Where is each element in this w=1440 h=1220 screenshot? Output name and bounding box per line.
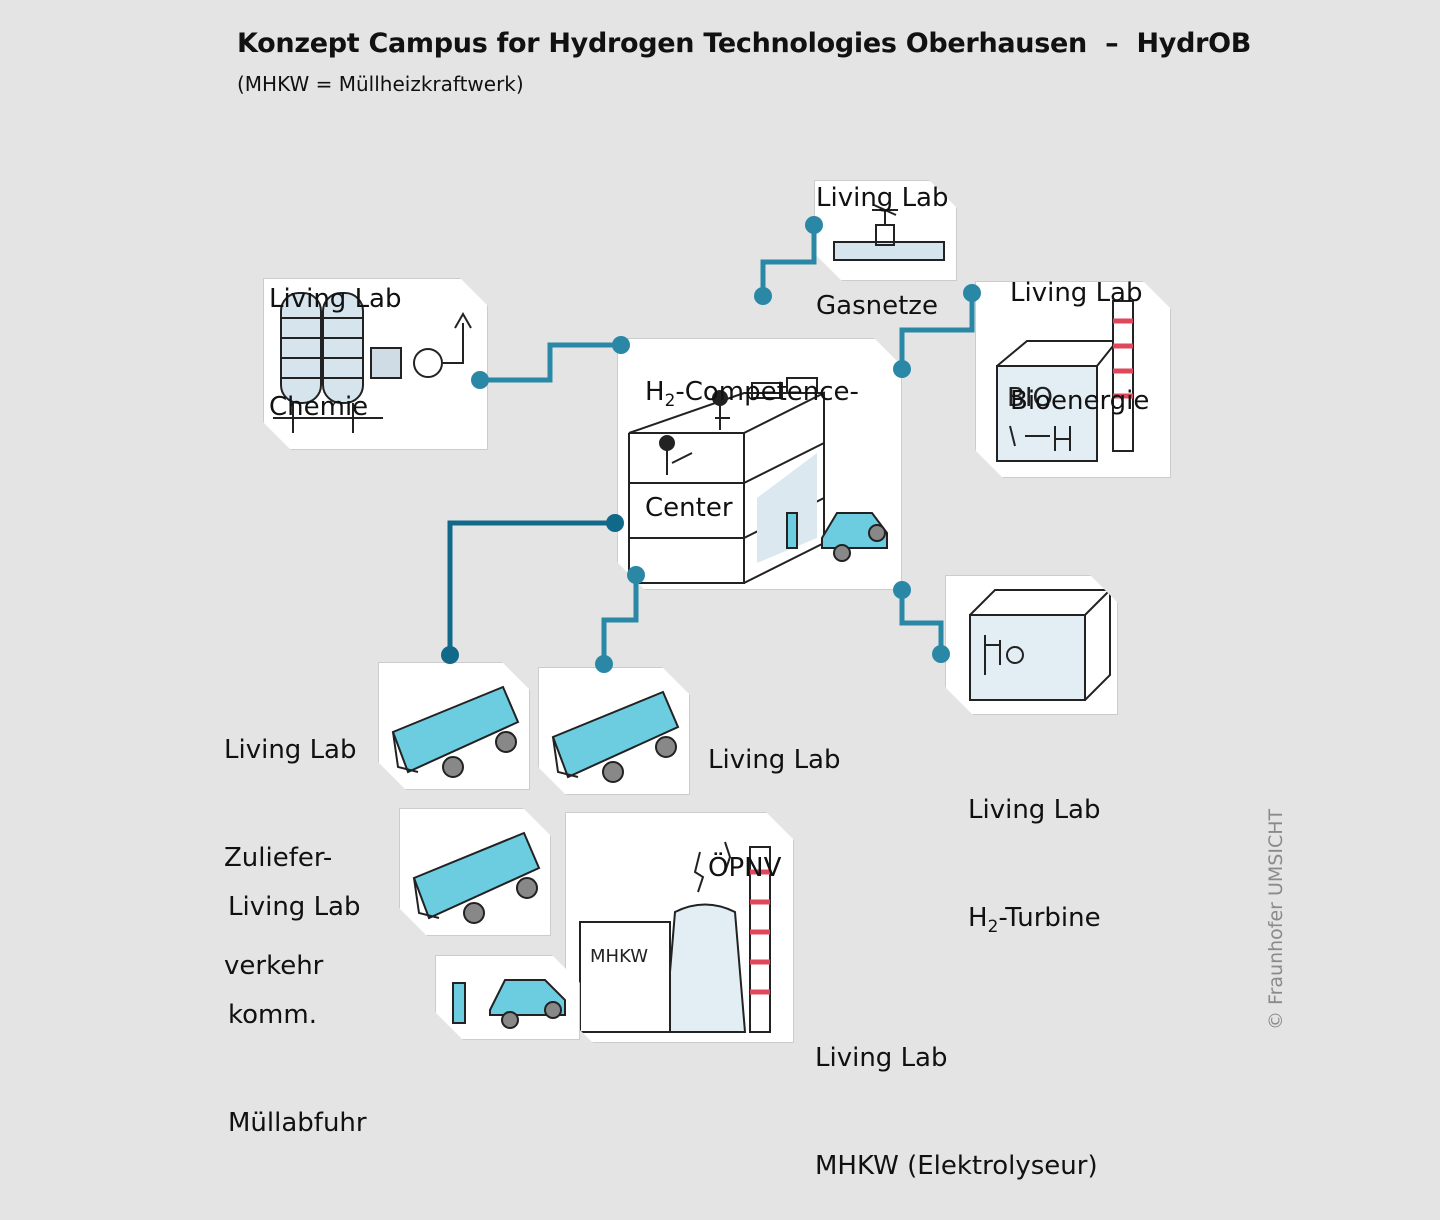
label-text: komm. (228, 1000, 317, 1030)
label-bioenergie: Living Lab Bioenergie (1010, 203, 1149, 455)
label-text: MHKW (Elektrolyseur) (815, 1151, 1098, 1181)
label-text: H (645, 377, 665, 407)
card-muellabfuhr (399, 808, 551, 936)
label-text: Gasnetze (816, 291, 938, 321)
garbage-truck-icon (399, 808, 551, 936)
card-gasnetze (814, 180, 957, 281)
label-text: Living Lab (816, 183, 949, 213)
label-gasnetze: Living Lab Gasnetze (816, 108, 949, 360)
label-text: Living Lab (1010, 278, 1143, 308)
label-text: -Turbine (998, 903, 1101, 933)
card-chemie (263, 278, 488, 450)
connector-dot (441, 646, 459, 664)
connector-gasnetze (760, 225, 817, 296)
label-text: Center (645, 493, 733, 524)
card-mhkw: MHKW (565, 812, 794, 1043)
chemical-plant-icon (263, 278, 488, 450)
charging-car-icon (435, 955, 580, 1040)
label-text: Living Lab (228, 892, 361, 922)
label-subscript: 2 (664, 390, 676, 411)
competence-center-building-icon (617, 338, 902, 590)
diagram-subtitle: (MHKW = Müllheizkraftwerk) (237, 72, 524, 96)
connector-oepnv (601, 575, 639, 664)
label-text: Living Lab (815, 1043, 948, 1073)
label-text: -Competence- (675, 377, 859, 407)
label-text: Living Lab (224, 735, 357, 765)
label-zulieferverkehr: Living Lab Zuliefer- verkehr (224, 660, 357, 1020)
label-text: Living Lab (968, 795, 1101, 825)
diagram-title: Konzept Campus for Hydrogen Technologies… (237, 28, 1252, 59)
card-oepnv (538, 667, 690, 795)
connector-chemie (480, 342, 621, 383)
card-competence-center (617, 338, 902, 590)
label-competence-center: H2-Competence- Center (645, 302, 859, 562)
svg-text:MHKW: MHKW (590, 946, 648, 967)
connector-turbine (899, 590, 944, 654)
label-text: Chemie (269, 392, 369, 422)
label-text: Living Lab (708, 745, 841, 775)
label-muellabfuhr: Living Lab komm. Müllabfuhr (228, 817, 367, 1177)
label-subscript: 2 (987, 916, 999, 937)
label-text: ÖPNV (708, 853, 782, 883)
turbine-box-icon (945, 575, 1118, 715)
label-text: H (968, 903, 988, 933)
label-turbine: Living Lab H2-Turbine (968, 720, 1101, 980)
bio-plant-icon: BIO (975, 281, 1171, 478)
label-text: Müllabfuhr (228, 1108, 367, 1138)
label-oepnv: Living Lab ÖPNV (708, 670, 841, 922)
label-chemie: Living Lab Chemie (269, 209, 402, 461)
svg-text:BIO: BIO (1007, 383, 1053, 413)
bus-icon (378, 662, 530, 790)
card-charging-car (435, 955, 580, 1040)
label-text: verkehr (224, 951, 324, 981)
copyright-notice: © Fraunhofer UMSICHT (1265, 808, 1287, 1030)
label-text: Zuliefer- (224, 843, 333, 873)
gas-pipe-valve-icon (814, 180, 957, 281)
card-bioenergie: BIO (975, 281, 1171, 478)
label-mhkw: Living Lab MHKW (Elektrolyseur) (815, 968, 1098, 1220)
label-text: Bioenergie (1010, 386, 1150, 416)
card-zulieferverkehr (378, 662, 530, 790)
bus-icon (538, 667, 690, 795)
label-text: Living Lab (269, 284, 402, 314)
card-turbine (945, 575, 1118, 715)
connector-zuliefer (447, 520, 615, 655)
waste-plant-icon: MHKW (565, 812, 794, 1043)
